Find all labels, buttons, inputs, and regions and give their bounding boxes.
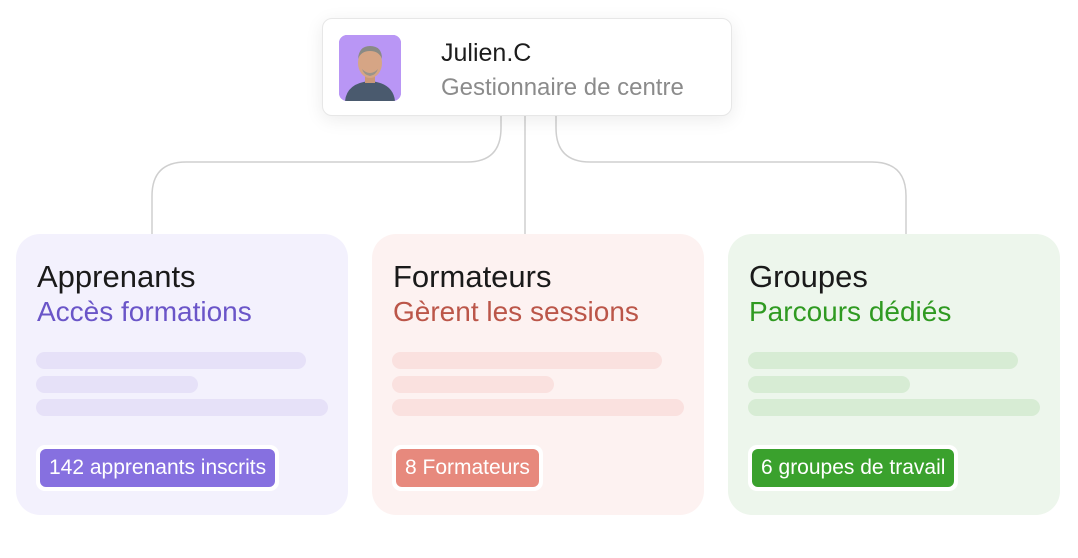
connector-right	[555, 116, 907, 234]
badge-wrapper: 6 groupes de travail	[748, 445, 959, 491]
card-subtitle: Gèrent les sessions	[393, 296, 639, 327]
card-title: Apprenants	[37, 259, 196, 294]
card-subtitle: Parcours dédiés	[749, 296, 952, 327]
badge-wrapper: 142 apprenants inscrits	[36, 445, 280, 491]
user-name: Julien.C	[441, 39, 532, 67]
connector-left	[151, 116, 502, 234]
count-badge: 8 Formateurs	[396, 449, 539, 487]
card-subtitle: Accès formations	[37, 296, 252, 327]
user-card: Julien.C Gestionnaire de centre	[322, 18, 732, 116]
card-groupes: Groupes Parcours dédiés 6 groupes de tra…	[728, 234, 1060, 515]
person-avatar-icon	[339, 35, 401, 101]
placeholder-line	[36, 399, 328, 416]
user-role: Gestionnaire de centre	[441, 74, 684, 101]
count-badge: 142 apprenants inscrits	[40, 449, 276, 487]
placeholder-line	[748, 399, 1040, 416]
placeholder-line	[748, 352, 1018, 369]
placeholder-line	[36, 376, 198, 393]
badge-wrapper: 8 Formateurs	[392, 445, 543, 491]
card-apprenants: Apprenants Accès formations 142 apprenan…	[16, 234, 348, 515]
placeholder-line	[392, 376, 554, 393]
avatar	[339, 35, 401, 101]
card-title: Formateurs	[393, 259, 552, 294]
card-formateurs: Formateurs Gèrent les sessions 8 Formate…	[372, 234, 704, 515]
card-title: Groupes	[749, 259, 868, 294]
placeholder-line	[392, 352, 662, 369]
placeholder-line	[392, 399, 684, 416]
count-badge: 6 groupes de travail	[752, 449, 955, 487]
placeholder-line	[36, 352, 306, 369]
placeholder-line	[748, 376, 910, 393]
